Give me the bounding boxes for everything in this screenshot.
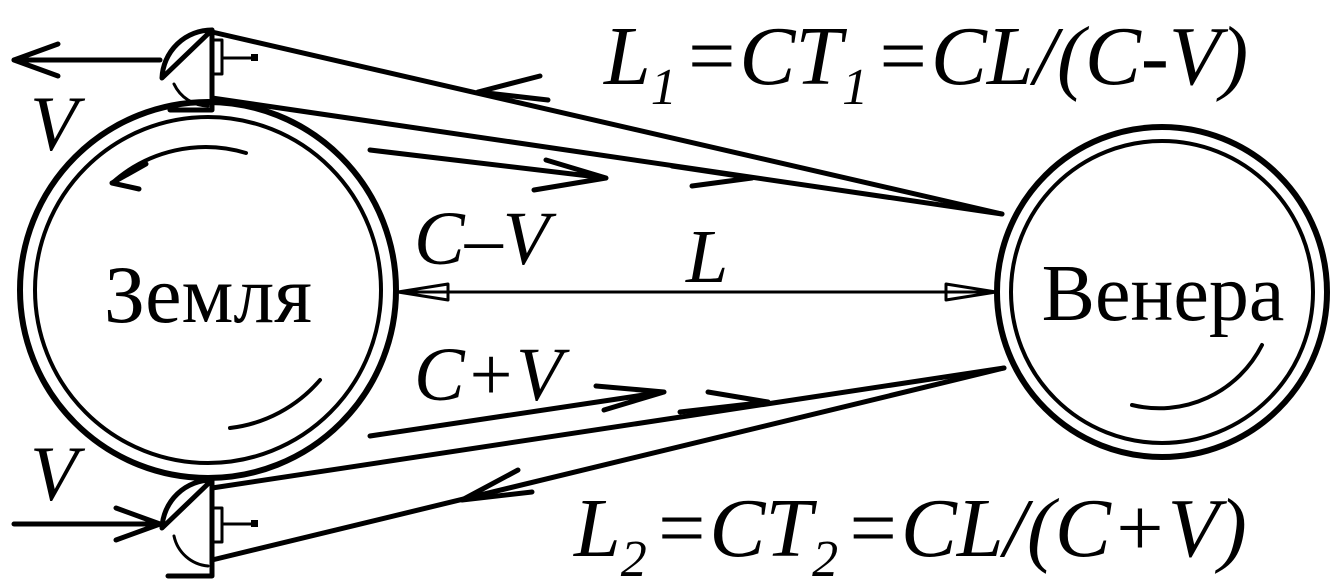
velocity-label-top: V — [30, 80, 86, 167]
return-arrow-top — [475, 73, 551, 103]
earth-rotation-arc-bottom — [228, 378, 322, 430]
return-arrow-bottom — [459, 467, 535, 503]
outgoing-arrow-top-1 — [367, 147, 609, 193]
venus-label: Венера — [1042, 250, 1285, 338]
venus-rotation-arc — [1130, 343, 1264, 411]
formula-bottom: L2=CT2=CL/(C+V) — [573, 482, 1247, 584]
speed-label-c-plus-v: C+V — [414, 333, 570, 417]
antenna-top — [159, 27, 258, 113]
distance-line — [396, 282, 998, 302]
outgoing-arrow-bottom-1 — [367, 383, 667, 439]
earth-rotation-arrowhead-top — [109, 161, 149, 192]
speed-label-c-minus-v: C–V — [414, 197, 557, 281]
velocity-arrow-bottom — [11, 505, 163, 543]
earth-inner-circle — [33, 115, 383, 465]
signal-beam-top — [209, 29, 1005, 217]
outgoing-arrow-top-2 — [669, 163, 755, 189]
antenna-bottom — [159, 477, 258, 579]
distance-label: L — [685, 215, 728, 299]
formula-top: L1=CT1=CL/(C-V) — [603, 10, 1248, 116]
signal-beam-bottom — [209, 365, 1007, 563]
antenna-bottom-dish — [159, 477, 215, 531]
earth-label: Земля — [104, 249, 312, 340]
velocity-arrow-top — [11, 41, 163, 79]
velocity-label-bottom: V — [30, 430, 86, 517]
earth-rotation-arc-top — [110, 145, 248, 185]
outgoing-arrow-bottom-2 — [677, 389, 771, 415]
venus-inner-circle — [1009, 139, 1315, 445]
antenna-top-dish — [159, 27, 215, 81]
